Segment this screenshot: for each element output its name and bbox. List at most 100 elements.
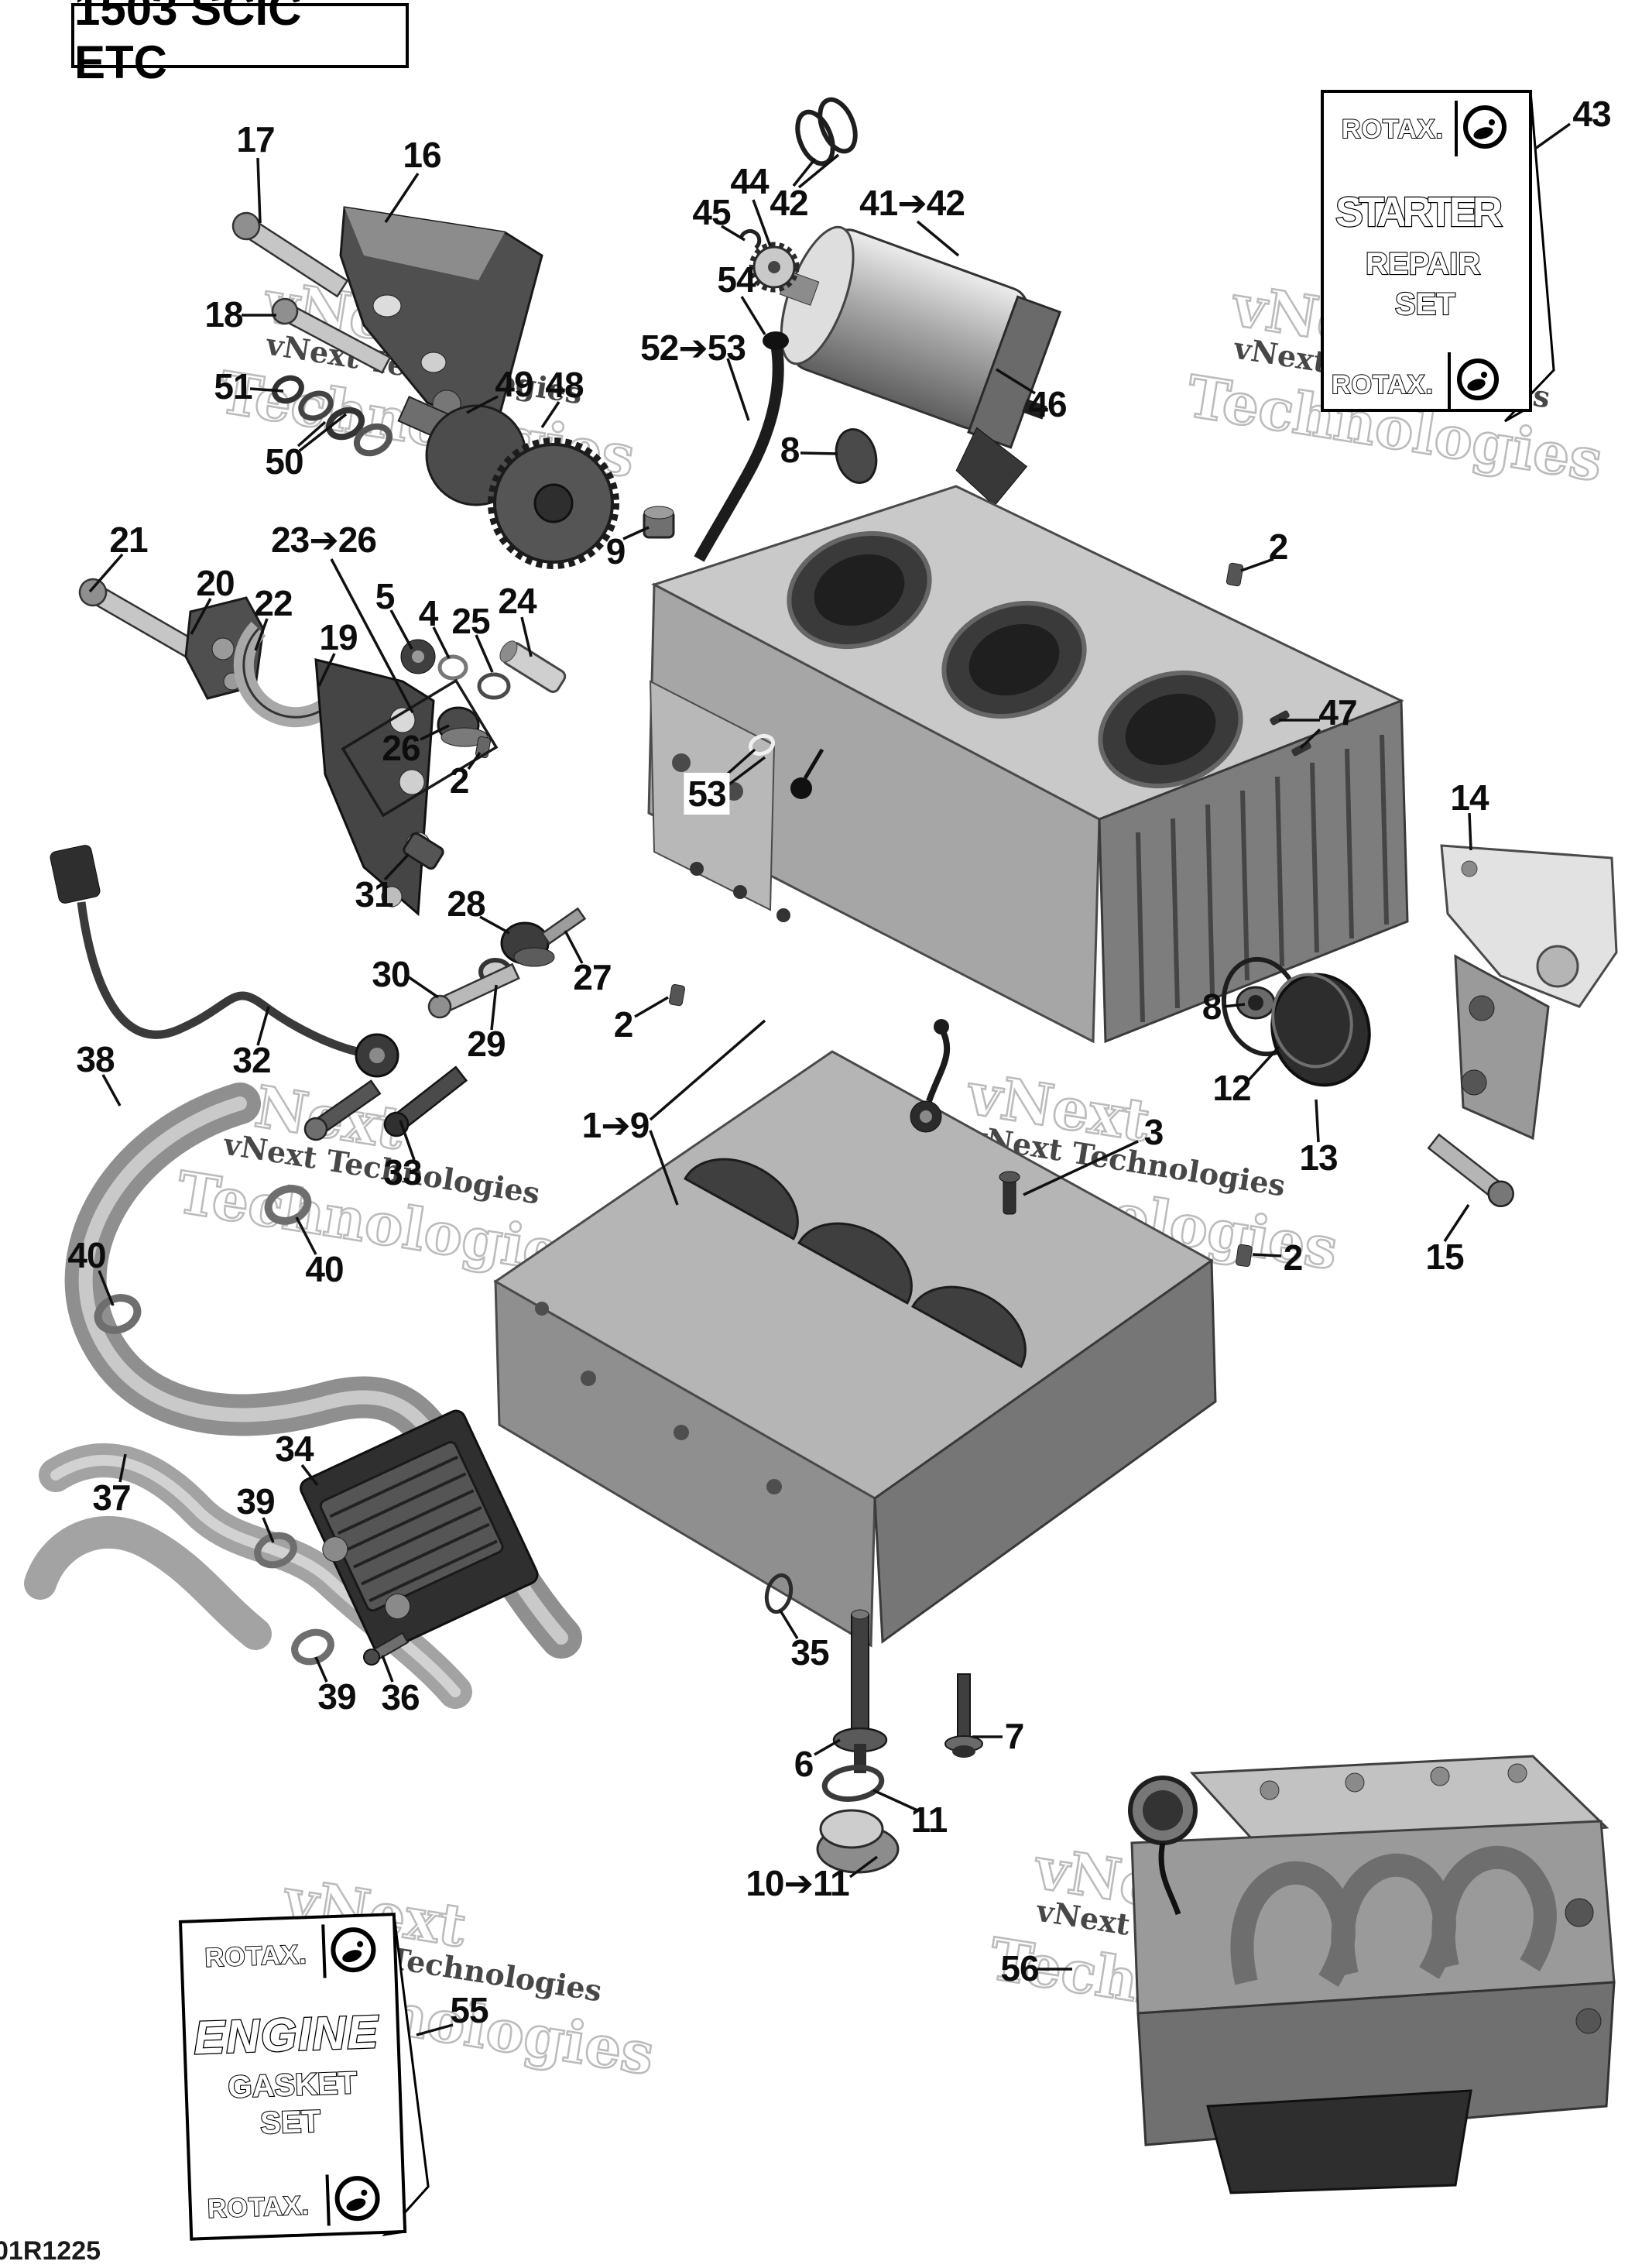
leader-line-45 — [721, 225, 746, 242]
o-ring-25 — [477, 672, 511, 700]
leader-line-1-9 — [649, 1130, 679, 1206]
leader-line-33 — [399, 1120, 416, 1161]
leader-line-6 — [814, 1738, 841, 1756]
banjo-bolt — [303, 1079, 382, 1141]
part-callout-36: 36 — [381, 1677, 420, 1717]
sleeve-24 — [499, 640, 567, 693]
oil-plug-10 — [816, 1809, 900, 1874]
leader-line-49 — [466, 395, 499, 414]
starter-box-subtitle2: SET — [1395, 287, 1455, 321]
bearing-saddles — [683, 1158, 1027, 1368]
part-callout-37: 37 — [92, 1477, 131, 1518]
part-callout-12: 12 — [1212, 1068, 1251, 1108]
bolt-6 — [832, 1609, 888, 1773]
part-callout-54: 54 — [717, 259, 756, 300]
leader-line-37 — [118, 1453, 127, 1483]
part-callout-52-53: 52➔53 — [640, 328, 746, 368]
leader-line-layer — [88, 122, 1572, 2036]
leader-line-47 — [1299, 728, 1321, 750]
leader-line-5 — [389, 609, 413, 650]
part-callout-50: 50 — [265, 441, 303, 482]
part-callout-17: 17 — [236, 119, 275, 160]
oil-cooler-34 — [300, 1409, 539, 1653]
leader-line-41-42 — [916, 220, 960, 257]
leader-line-14 — [1468, 812, 1472, 851]
part-callout-15: 15 — [1425, 1237, 1464, 1277]
leader-line-19 — [317, 653, 336, 687]
part-callout-40: 40 — [67, 1235, 106, 1275]
starter-pinion-44 — [749, 242, 800, 293]
leader-line-11 — [872, 1789, 918, 1812]
leader-line-29 — [490, 984, 498, 1031]
bolt-36 — [363, 1632, 410, 1666]
leader-line-26 — [420, 724, 450, 741]
cooling-fins — [1136, 734, 1389, 1023]
leader-line-35 — [779, 1610, 799, 1639]
part-callout-39: 39 — [236, 1481, 275, 1522]
leader-line-24 — [520, 616, 533, 657]
cylinder-bores — [787, 530, 1243, 789]
leader-line-48 — [540, 401, 560, 428]
leader-line-12 — [1245, 1045, 1280, 1084]
balance-shaft-illustration — [272, 375, 675, 569]
bolt-17 — [231, 211, 349, 298]
leader-line-55 — [416, 2023, 454, 2036]
part-callout-7: 7 — [1004, 1716, 1025, 1756]
bolt-7 — [944, 1673, 983, 1758]
leader-line-40 — [98, 1270, 115, 1306]
part-callout-16: 16 — [403, 135, 441, 175]
part-callout-11: 11 — [910, 1800, 948, 1840]
gasket-box-brand-bottom: ROTAX. — [207, 2191, 310, 2224]
o-ring-11 — [821, 1765, 885, 1802]
callout-box-26 — [341, 678, 499, 818]
leader-line-50 — [298, 413, 348, 452]
leader-line-42 — [792, 157, 817, 187]
dowel-pin-2d — [1236, 1244, 1253, 1268]
part-callout-33: 33 — [383, 1152, 422, 1192]
part-callout-2: 2 — [449, 760, 470, 801]
part-callout-30: 30 — [372, 954, 410, 994]
leader-line-1-9 — [649, 1019, 766, 1121]
part-callout-41-42: 41➔42 — [859, 183, 965, 223]
bolt-30 — [427, 962, 520, 1019]
starter-bracket-illustration — [231, 206, 543, 434]
part-callout-2: 2 — [1268, 527, 1289, 567]
clamp-39b — [291, 1628, 334, 1666]
part-callout-51: 51 — [214, 366, 252, 407]
o-ring-35 — [764, 1573, 794, 1614]
leader-line-32 — [256, 1006, 270, 1046]
brp-logo-icon — [334, 2176, 380, 2222]
part-callout-42: 42 — [770, 183, 808, 223]
oil-pipe-cluster — [50, 832, 587, 1141]
part-callout-53: 53 — [684, 773, 730, 815]
part-callout-14: 14 — [1450, 777, 1489, 818]
assembled-engine-56 — [1128, 1755, 1616, 2194]
drain-plug-cluster — [764, 1573, 983, 1874]
leader-line-51 — [249, 387, 284, 393]
leader-line-52-53 — [726, 358, 750, 421]
part-callout-38: 38 — [76, 1039, 115, 1079]
leader-line-42 — [797, 153, 840, 189]
stud-27 — [540, 907, 587, 945]
part-callout-9: 9 — [605, 531, 626, 571]
part-callout-31: 31 — [355, 874, 393, 914]
leader-line-50 — [297, 420, 327, 448]
title-box: 1503 SCIC ETC — [71, 0, 409, 88]
leader-line-17 — [256, 157, 262, 224]
cylinder-block-illustration — [647, 331, 1409, 1044]
part-callout-44: 44 — [730, 161, 769, 201]
part-callout-19: 19 — [319, 617, 358, 657]
part-callout-10-11: 10➔11 — [746, 1863, 849, 1903]
leader-line-46 — [996, 368, 1036, 395]
leader-line-20 — [190, 598, 212, 635]
page-title: 1503 SCIC ETC — [74, 0, 302, 88]
part-callout-1-9: 1➔9 — [581, 1105, 650, 1145]
leader-line-27 — [564, 930, 584, 964]
part-callout-25: 25 — [451, 601, 490, 641]
leader-line-8 — [1222, 1003, 1246, 1008]
part-callout-4: 4 — [418, 593, 439, 633]
dowel-pin-2b — [668, 983, 685, 1007]
leader-line-39 — [314, 1656, 328, 1683]
leader-line-16 — [384, 173, 420, 223]
part-callout-2: 2 — [613, 1004, 634, 1045]
